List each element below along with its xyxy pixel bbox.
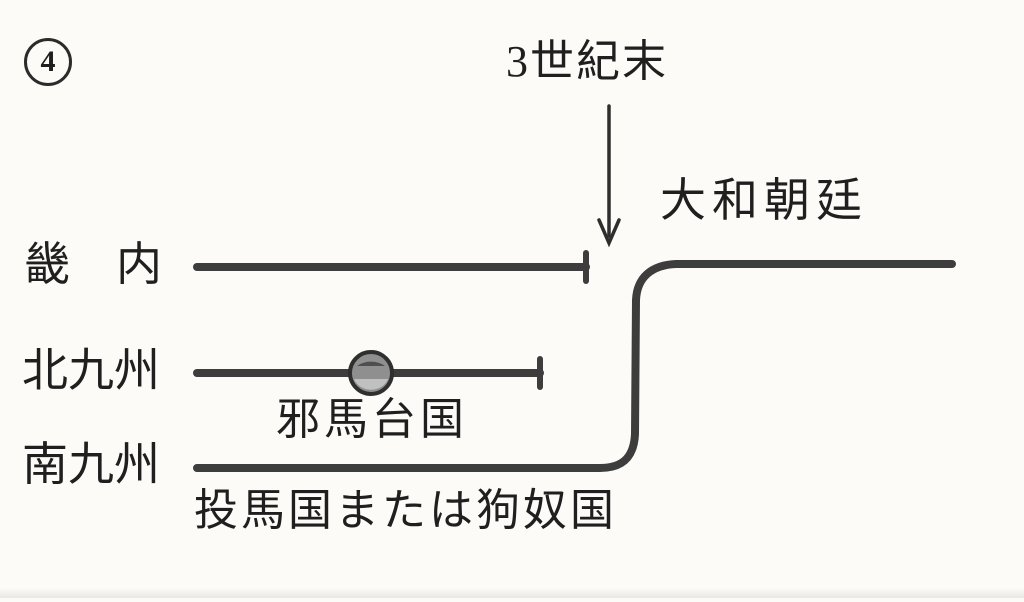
region-label-kinai: 畿 内: [24, 239, 162, 290]
yamatai-label: 邪馬台国: [276, 395, 468, 444]
figure-number: 4: [40, 45, 56, 78]
region-label-minamikyushu: 南九州: [22, 439, 160, 490]
touma-kuna-label: 投馬国または狗奴国: [194, 486, 617, 535]
scan-artifact: [0, 588, 1024, 598]
yamato-court-label: 大和朝廷: [660, 175, 868, 226]
era-label: 3世紀末: [506, 37, 668, 86]
region-label-kitakyushu: 北九州: [22, 345, 160, 396]
down-arrow-head-icon: [597, 218, 621, 248]
timeline-minamikyushu-to-yamato: [193, 260, 956, 472]
yamatai-node-icon: [348, 350, 394, 396]
figure-number-badge: 4: [24, 38, 72, 86]
